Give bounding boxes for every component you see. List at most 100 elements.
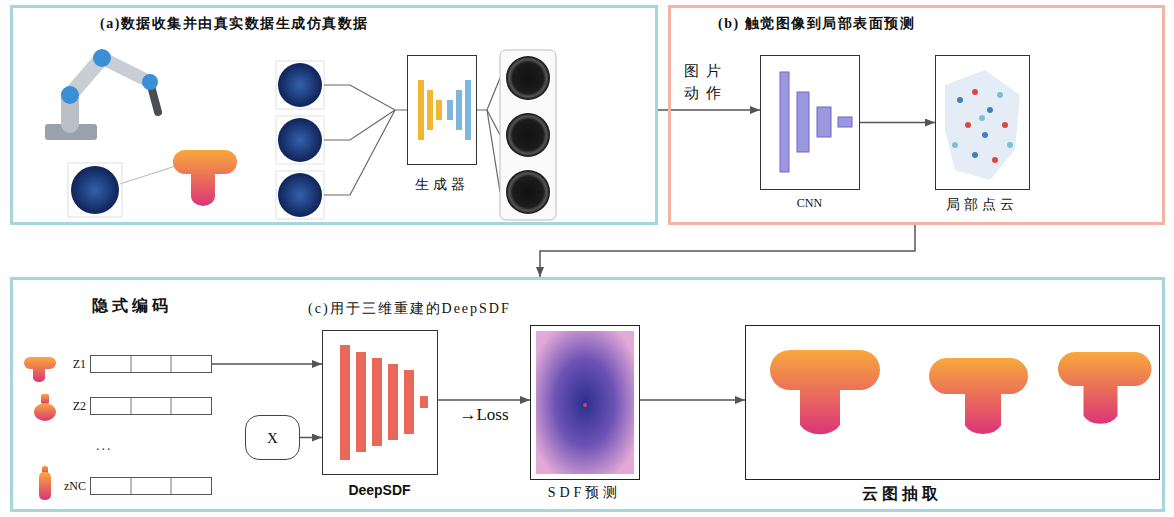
shape-icon — [24, 357, 56, 382]
point-cloud-box: 局部点云 — [935, 55, 1030, 190]
point — [972, 152, 978, 158]
code-name: Z1 — [50, 355, 86, 373]
mesh-shape — [929, 358, 1028, 434]
sdf-box: SDF预测 — [530, 325, 640, 480]
input-label: X — [267, 428, 278, 447]
code-name: Z2 — [50, 397, 86, 415]
cell-divider — [171, 397, 172, 415]
point — [997, 92, 1003, 98]
tactile-frame — [276, 171, 324, 219]
box-label: CNN — [760, 196, 860, 211]
bracket-line — [477, 78, 500, 110]
panel-title: (c)用于三维重建的DeepSDF — [308, 300, 728, 318]
arrow-connector — [300, 437, 322, 439]
cell-divider — [171, 355, 172, 373]
tactile-image — [278, 173, 322, 217]
mesh-box: 云图抽取 — [745, 325, 1160, 480]
latent-code-box: Z2 — [90, 397, 212, 415]
shape-icon — [41, 394, 49, 404]
encoder-bar — [436, 100, 442, 120]
network-layer — [356, 352, 366, 452]
point — [957, 97, 963, 103]
deepsdf-icon — [340, 345, 428, 460]
cnn-icon — [780, 72, 852, 172]
robot-joint — [142, 74, 158, 90]
network-layer — [372, 358, 382, 446]
network-layer — [420, 396, 428, 408]
real-tactile-images — [276, 61, 324, 219]
sim-image — [506, 56, 550, 100]
tactile-frame — [68, 163, 122, 217]
network-layer — [404, 370, 414, 434]
point — [987, 107, 993, 113]
panel-title: (a)数据收集并由真实数据生成仿真数据 — [100, 15, 520, 33]
bracket-line — [487, 110, 500, 192]
latent-code-box: zNC — [90, 477, 212, 495]
box-label: DeepSDF — [312, 482, 448, 500]
tactile-image — [278, 63, 322, 107]
edge-label: →Loss — [457, 405, 510, 425]
box-label: SDF预测 — [520, 484, 650, 502]
arrow-connector — [640, 399, 745, 401]
bracket-line — [324, 85, 407, 110]
sdf-point — [583, 403, 587, 407]
decoder-bar — [447, 100, 453, 120]
point — [952, 142, 958, 148]
network-box: DeepSDF — [322, 330, 438, 475]
arrow-connector — [212, 363, 322, 365]
encoder-bar — [418, 80, 424, 140]
latent-code-box: Z1 — [90, 355, 212, 373]
sim-image — [506, 113, 550, 157]
tactile-image — [278, 118, 322, 162]
network-layer — [340, 345, 350, 460]
cnn-layer — [780, 72, 789, 172]
network-layer — [388, 364, 398, 440]
arrow-connector — [860, 122, 935, 124]
decoder-bar — [456, 90, 462, 130]
robot-joint — [93, 49, 111, 67]
arrow-connector — [658, 109, 760, 111]
arrow-connector — [438, 399, 530, 401]
bracket-lines — [324, 78, 500, 195]
cnn-layer — [817, 107, 831, 137]
bracket-line — [324, 110, 395, 195]
cell-divider — [131, 477, 132, 495]
cnn-box: CNN — [760, 55, 860, 190]
robot-joint — [61, 86, 79, 104]
panel-box: (c)用于三维重建的DeepSDFZ1Z2zNCXDeepSDFSDF预测云图抽… — [10, 277, 1165, 512]
point-cloud — [945, 70, 1020, 180]
panel-box: (a)数据收集并由真实数据生成仿真数据生成器 — [10, 5, 658, 225]
box-label: 云图抽取 — [845, 484, 960, 504]
cell-divider — [131, 355, 132, 373]
reconstructed-shapes — [770, 350, 1152, 434]
sim-image — [506, 170, 550, 214]
cell-divider — [171, 477, 172, 495]
point — [1007, 142, 1013, 148]
code-name: zNC — [46, 477, 86, 495]
panel-title: (b) 触觉图像到局部表面预测 — [718, 15, 1138, 33]
shape-icons — [24, 357, 56, 500]
sdf-field — [536, 331, 634, 474]
encoder-bar — [427, 90, 433, 130]
generator-box: 生成器 — [407, 55, 477, 165]
group-heading: 隐式编码 — [92, 296, 172, 317]
point — [982, 132, 988, 138]
robot-arm — [45, 49, 158, 140]
panel-box: (b) 触觉图像到局部表面预测 CNN 局部点云 — [668, 5, 1165, 225]
image-stack — [500, 50, 556, 220]
box-label: 生成器 — [392, 176, 492, 194]
decoder-bar — [465, 80, 471, 140]
simulated-images — [500, 50, 556, 220]
cnn-layer — [797, 92, 809, 152]
cnn-layer — [838, 117, 852, 127]
object-model — [173, 150, 237, 206]
surface-patch — [945, 70, 1020, 180]
ellipsis-mark: ... — [96, 438, 113, 454]
tactile-image — [71, 166, 119, 214]
point — [965, 122, 971, 128]
tactile-frame — [276, 61, 324, 109]
mesh-shape — [770, 350, 880, 434]
